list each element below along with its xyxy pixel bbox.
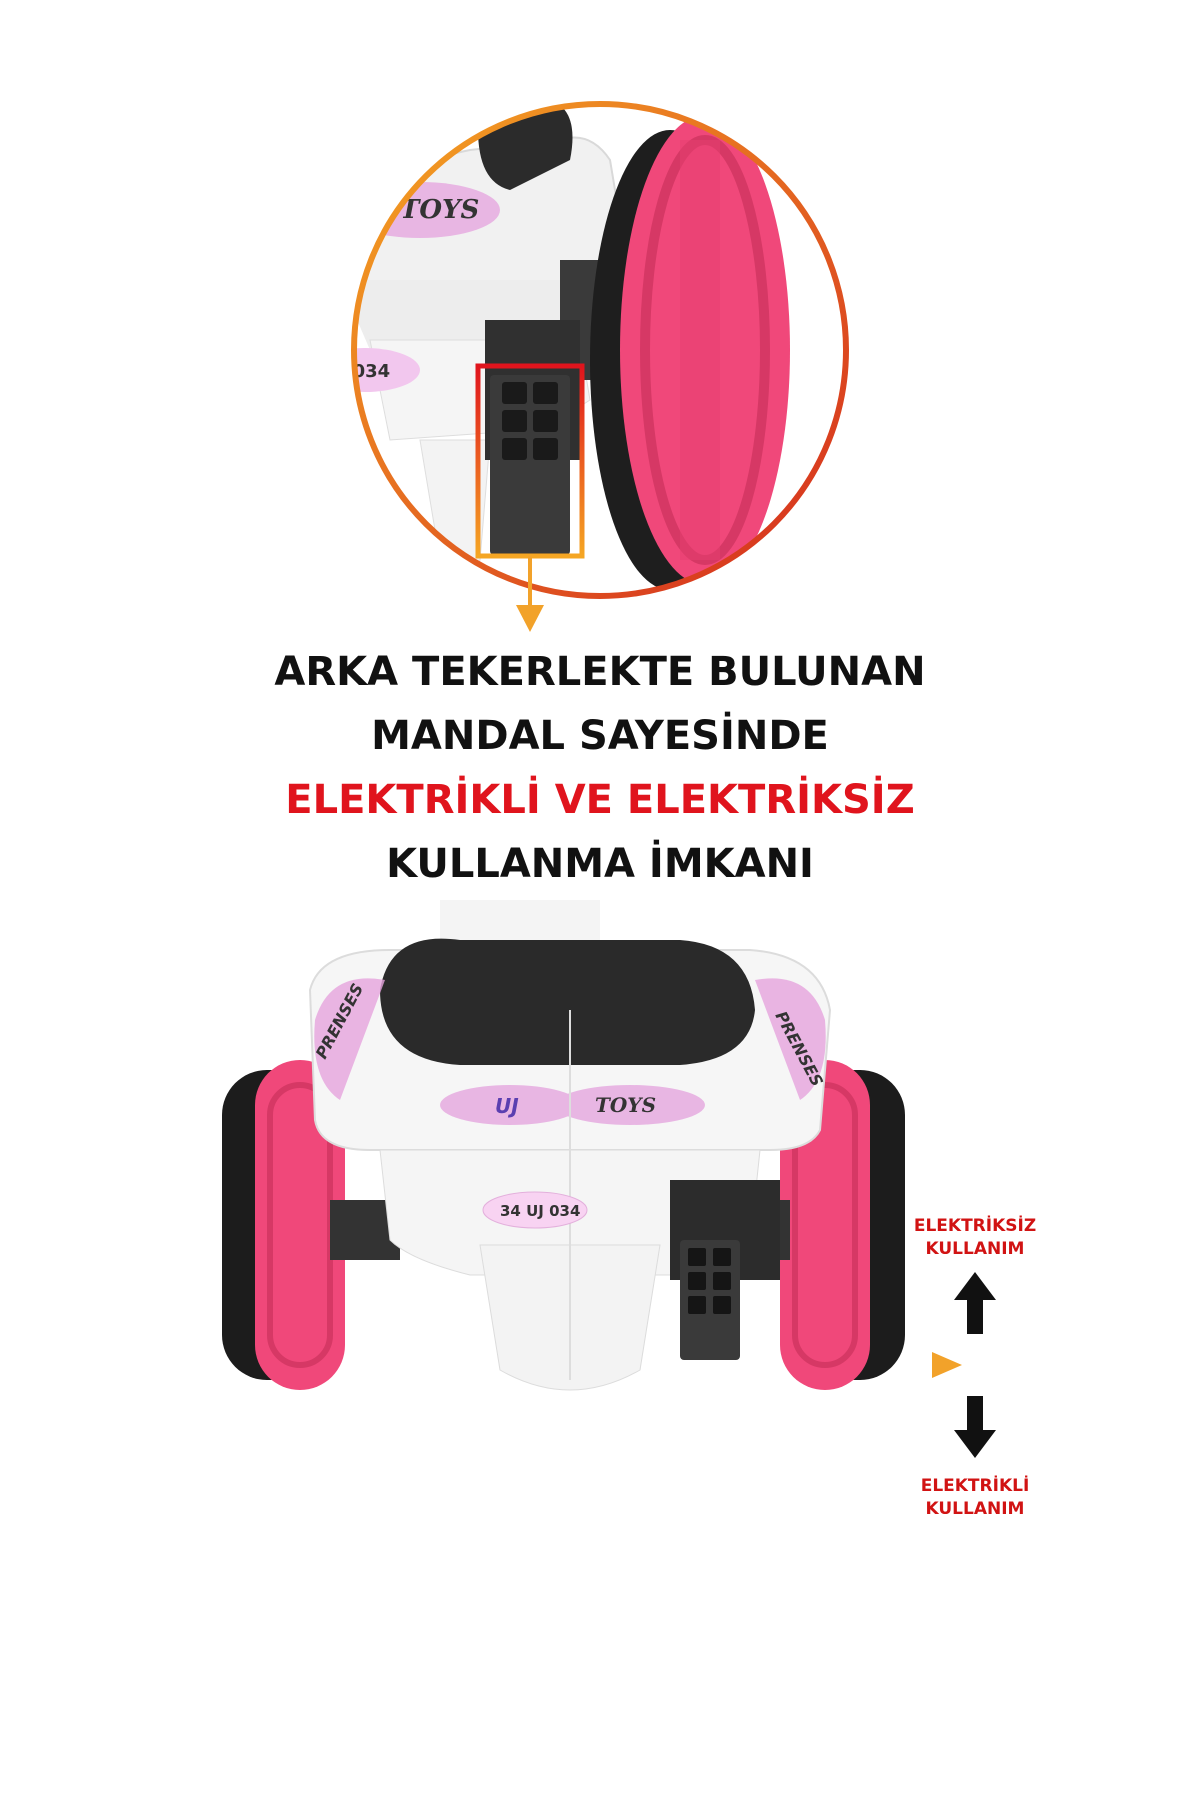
logo-text: TOYS bbox=[400, 195, 479, 225]
electric-label: ELEKTRİKLİ KULLANIM bbox=[875, 1475, 1075, 1521]
zoom-ring bbox=[351, 101, 849, 599]
latch-switch bbox=[680, 1240, 740, 1360]
headline-line-2: MANDAL SAYESİNDE bbox=[371, 713, 829, 759]
plate-text: UJ 034 bbox=[330, 361, 390, 382]
seat bbox=[380, 938, 755, 1065]
headline-line-4: KULLANMA İMKANI bbox=[386, 841, 814, 887]
headline-line-1: ARKA TEKERLEKTE BULUNAN bbox=[274, 649, 926, 695]
scooter-rear-view: PRENSES PRENSES UJ TOYS 34 UJ 034 bbox=[222, 900, 905, 1391]
electric-label-line-1: ELEKTRİKLİ bbox=[920, 1476, 1030, 1496]
logo-text: TOYS bbox=[595, 1093, 656, 1117]
plate-text: 34 UJ 034 bbox=[500, 1202, 580, 1220]
down-arrow-icon bbox=[954, 1396, 996, 1458]
right-pointer-icon bbox=[932, 1352, 962, 1378]
headline: ARKA TEKERLEKTE BULUNAN MANDAL SAYESİNDE… bbox=[0, 640, 1200, 896]
up-arrow-icon bbox=[954, 1272, 996, 1334]
zoom-circle: TOYS UJ 034 bbox=[330, 101, 849, 632]
left-pink-wheel bbox=[255, 1060, 345, 1390]
headline-line-3: ELEKTRİKLİ VE ELEKTRİKSİZ bbox=[285, 777, 915, 823]
license-plate bbox=[356, 348, 420, 392]
non-electric-label: ELEKTRİKSİZ KULLANIM bbox=[875, 1215, 1075, 1261]
non-electric-label-line-2: KULLANIM bbox=[925, 1239, 1025, 1259]
electric-label-line-2: KULLANIM bbox=[925, 1499, 1025, 1519]
zoomed-scooter-detail: TOYS UJ 034 bbox=[330, 106, 844, 594]
latch-switch bbox=[490, 375, 570, 555]
toys-decal bbox=[555, 1085, 705, 1125]
uj-logo-decal bbox=[440, 1085, 580, 1125]
non-electric-label-line-1: ELEKTRİKSİZ bbox=[913, 1216, 1037, 1236]
license-plate bbox=[482, 1191, 588, 1229]
down-pointer-icon bbox=[516, 605, 544, 632]
uj-logo-mark: UJ bbox=[495, 1094, 519, 1118]
latch-pointer bbox=[725, 1352, 962, 1378]
